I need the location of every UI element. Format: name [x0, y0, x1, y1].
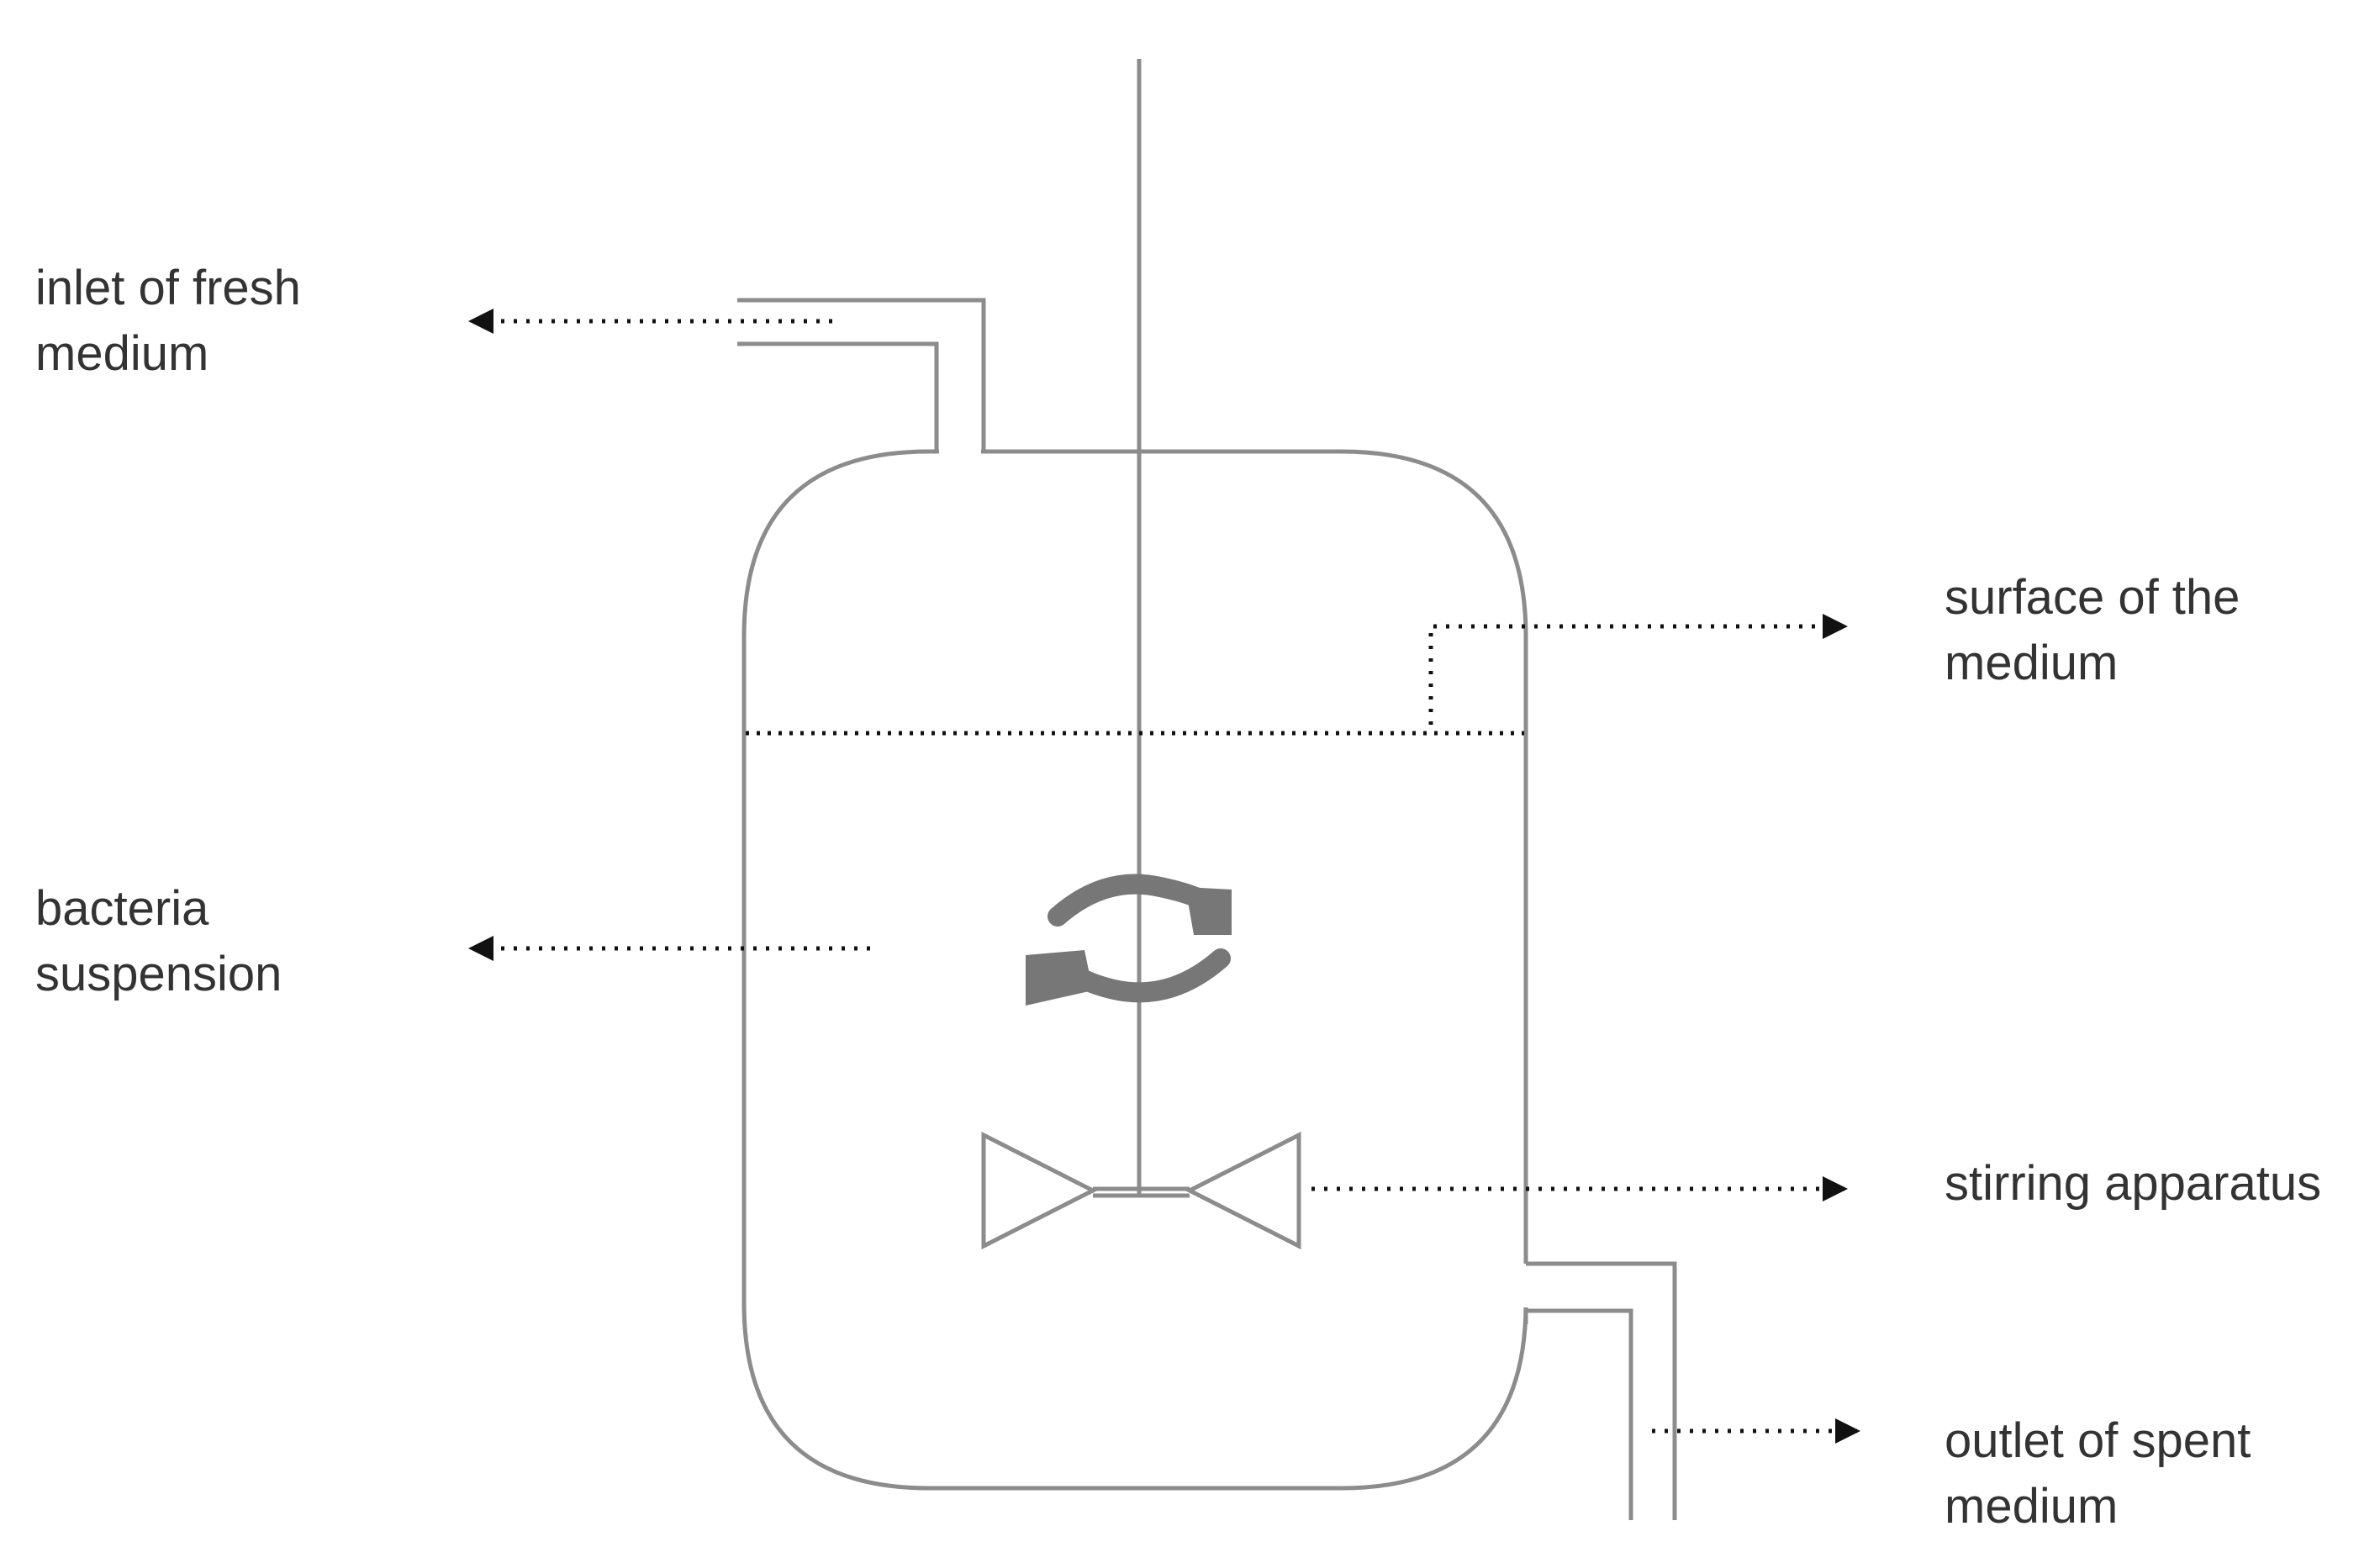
label-stirring-apparatus: stirring apparatus	[1945, 1151, 2321, 1217]
vessel-outline	[741, 449, 1528, 1491]
label-outlet-line-1: outlet of spent	[1945, 1413, 2251, 1468]
label-stirring-line-1: stirring apparatus	[1945, 1156, 2322, 1211]
label-surface-of-the-medium: surface of the medium	[1945, 565, 2240, 696]
label-bacteria-line-1: bacteria	[35, 881, 209, 936]
impeller-icon	[981, 1131, 1301, 1250]
inlet-pipe-outer	[737, 298, 986, 451]
label-outlet-of-spent-medium: outlet of spent medium	[1945, 1408, 2251, 1539]
vessel-outline-top-right	[984, 449, 1528, 1264]
label-inlet-line-2: medium	[35, 326, 209, 381]
outlet-pipe-inner	[1526, 1308, 1633, 1520]
pointer-surface	[1428, 614, 1848, 725]
label-inlet-line-1: inlet of fresh	[35, 261, 301, 315]
label-surface-line-2: medium	[1945, 636, 2119, 690]
label-bacteria-line-2: suspension	[35, 947, 282, 1001]
outlet-pipe-outer	[1526, 1261, 1677, 1520]
inlet-pipe-inner	[737, 341, 939, 451]
rotate-arrows-icon	[1026, 874, 1232, 1006]
label-outlet-line-2: medium	[1945, 1479, 2119, 1534]
label-bacteria-suspension: bacteria suspension	[35, 876, 282, 1007]
label-surface-line-1: surface of the	[1945, 570, 2240, 625]
label-inlet-of-fresh-medium: inlet of fresh medium	[35, 256, 301, 387]
